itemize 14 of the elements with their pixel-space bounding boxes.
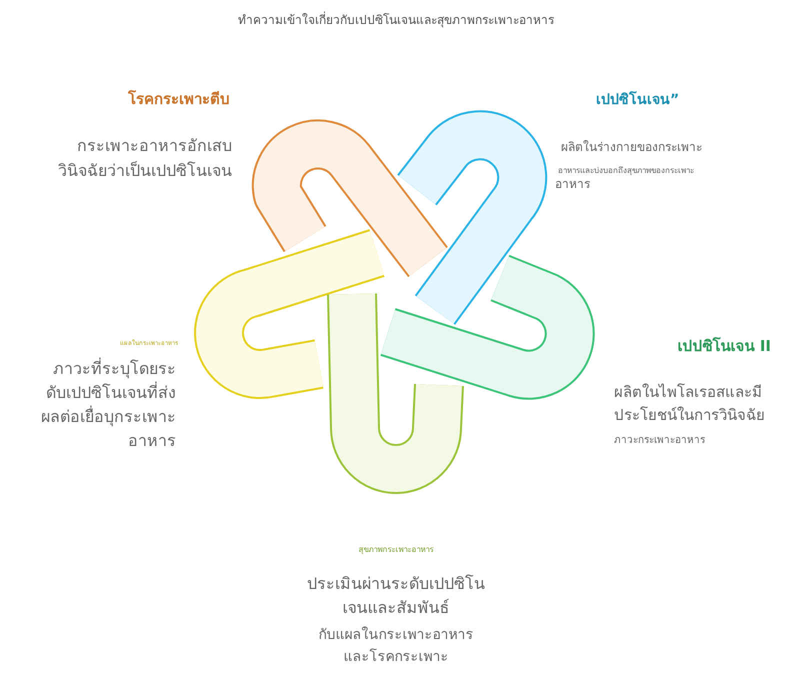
heading: เปปซิโนเจน” (596, 90, 680, 110)
note: ภาวะกระเพาะอาหาร (614, 434, 705, 448)
note: สุขภาพกระเพาะอาหาร (358, 544, 434, 556)
description: ผลิตในร่างกายของกระเพาะ (561, 139, 702, 156)
description: ผลิตในไพโลเรอสและมีประโยชน์ในการวินิจฉัย (614, 382, 766, 426)
note: อาหารและบ่งบอกถึงสุขภาพของกระเพาะ (558, 165, 694, 177)
heading: เปปซิโนเจน II (678, 336, 771, 357)
description: ภาวะที่ระบุโดยระดับเปปซิโนเจนที่ส่งผลต่อเยื่อบุกระเพาะอาหาร (40, 357, 176, 452)
description: อาหาร (555, 176, 590, 193)
heading: โรคกระเพาะตีบ (128, 89, 230, 110)
description: กับแผลในกระเพาะอาหารและโรคกระเพาะ (318, 626, 474, 668)
title: ทำความเข้าใจเกี่ยวกับเปปซิโนเจนและสุขภาพกระเพาะอาหาร (237, 12, 555, 30)
description: ประเมินผ่านระดับเปปซิโนเจนและสัมพันธ์ (306, 573, 486, 619)
description: กระเพาะอาหารอักเสบวินิจฉัยว่าเป็นเปปซิโนเจน (57, 135, 232, 182)
